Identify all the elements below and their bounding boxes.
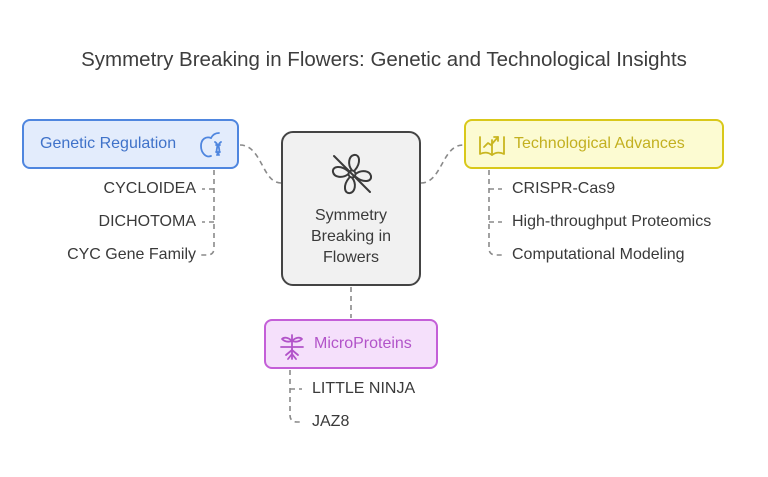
genetic-regulation-node: Genetic Regulation xyxy=(22,119,239,169)
technological-advances-label: Technological Advances xyxy=(514,135,685,152)
genetic-regulation-label: Genetic Regulation xyxy=(40,135,177,152)
flower-off-icon xyxy=(329,151,375,202)
center-line-1: Symmetry xyxy=(315,207,387,224)
connector-genetic-items xyxy=(200,170,215,256)
genetic-item-cycloidea: CYCLOIDEA xyxy=(103,180,196,197)
center-line-2: Breaking in xyxy=(310,228,392,245)
microproteins-node: MicroProteins xyxy=(264,319,438,369)
genetic-item-cyc-gene-family: CYC Gene Family xyxy=(67,246,196,263)
book-trend-icon xyxy=(478,132,506,163)
micro-item-jaz8: JAZ8 xyxy=(312,413,350,430)
tech-item-proteomics: High-throughput Proteomics xyxy=(512,213,712,230)
tech-item-crispr: CRISPR-Cas9 xyxy=(512,180,616,197)
connector-center-genetic xyxy=(239,144,282,184)
connector-center-tech xyxy=(420,144,464,184)
dna-apple-icon xyxy=(197,130,227,165)
micro-item-little-ninja: LITTLE NINJA xyxy=(312,380,416,397)
diagram-title: Symmetry Breaking in Flowers: Genetic an… xyxy=(81,48,687,71)
tech-item-computational-modeling: Computational Modeling xyxy=(512,246,685,263)
center-node: Symmetry Breaking in Flowers xyxy=(281,131,421,286)
plant-roots-icon xyxy=(278,331,306,366)
technological-advances-node: Technological Advances xyxy=(464,119,724,169)
connector-micro-items xyxy=(289,370,303,423)
connector-tech-items xyxy=(488,170,503,256)
center-line-3: Flowers xyxy=(322,249,379,266)
microproteins-label: MicroProteins xyxy=(314,335,412,352)
genetic-item-dichotoma: DICHOTOMA xyxy=(98,213,196,230)
